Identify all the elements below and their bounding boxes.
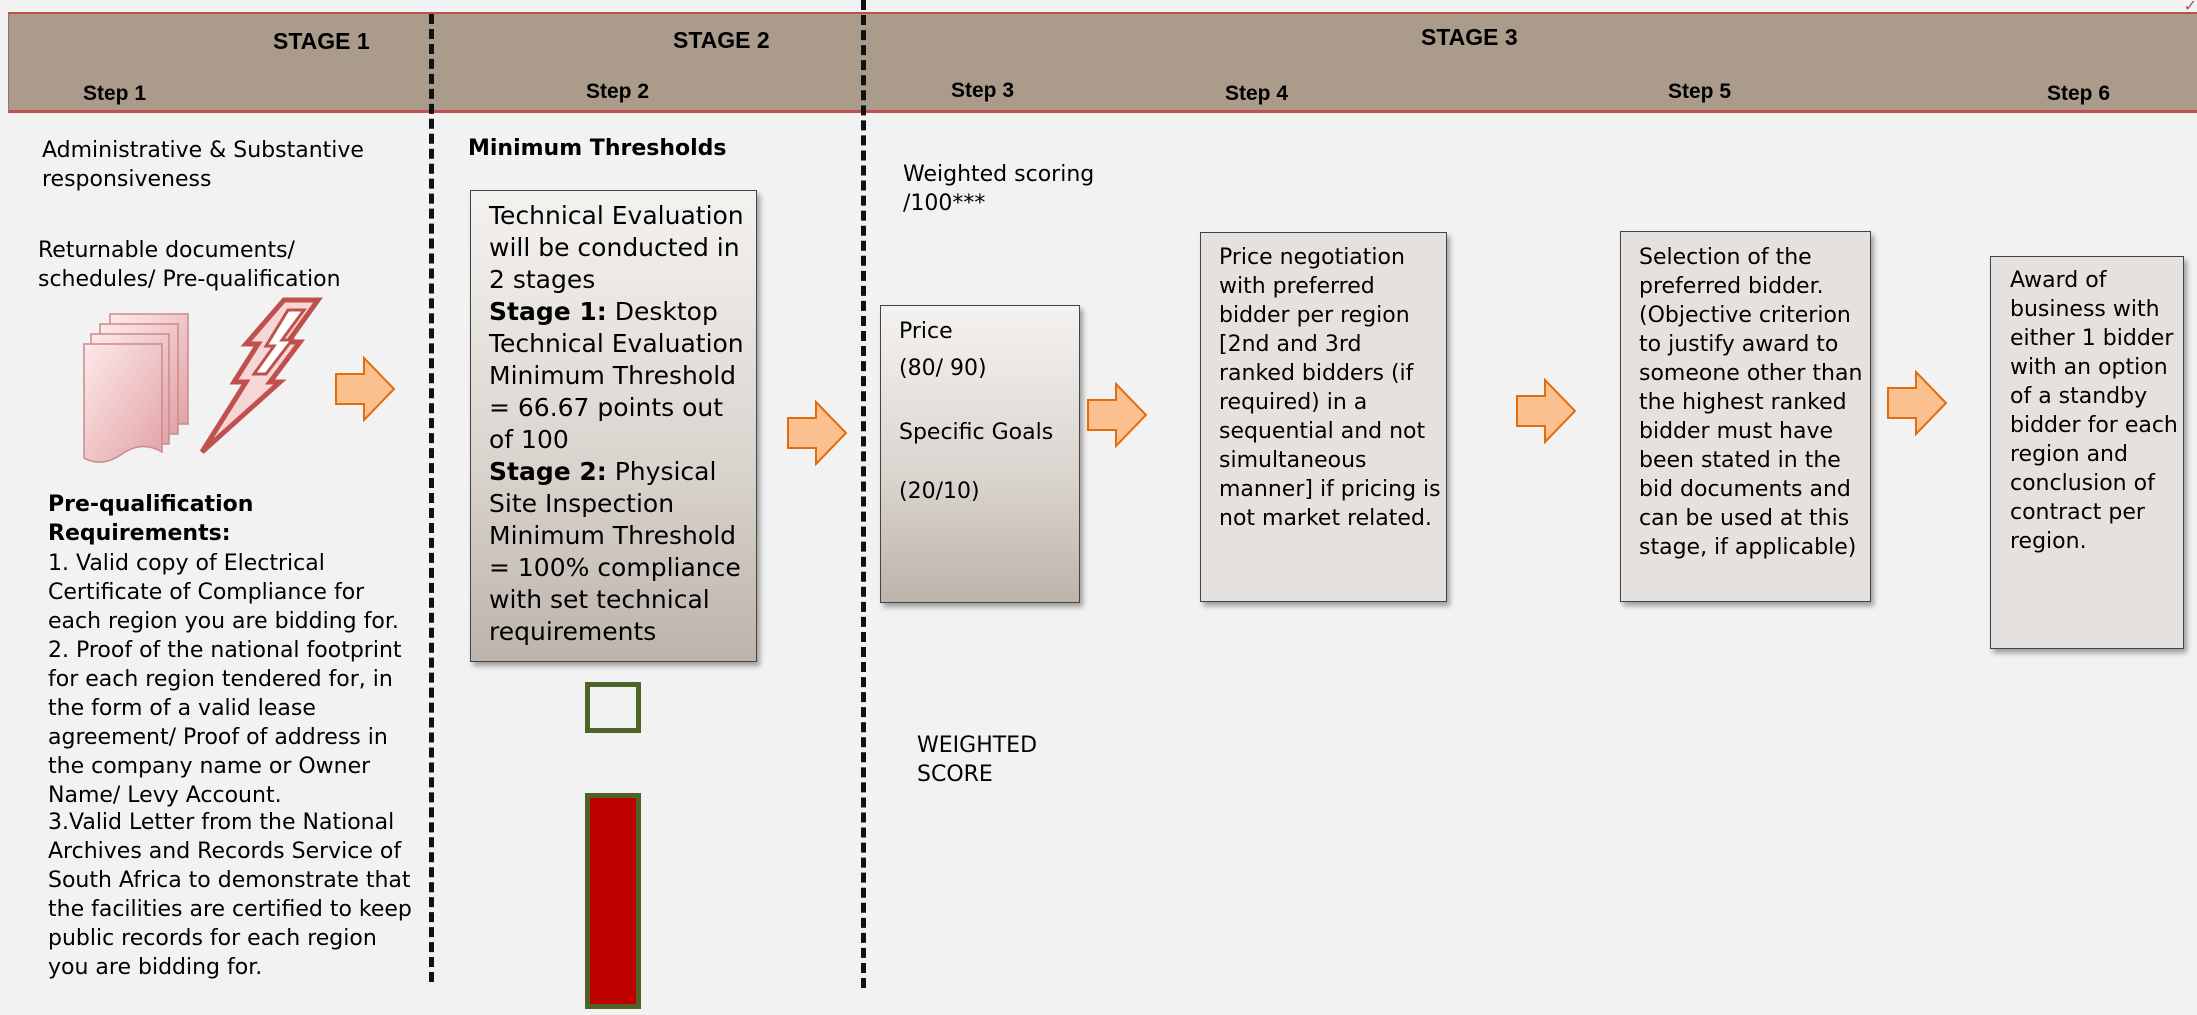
- step-1-label: Step 1: [83, 82, 147, 105]
- threshold-red-bar: [585, 793, 641, 1009]
- specific-goals-label: Specific Goals: [899, 420, 1054, 445]
- award-of-business-text: Award of business with either 1 bidder w…: [2010, 268, 2178, 554]
- weighted-scoring-heading: Weighted scoring /100***: [903, 162, 1095, 216]
- threshold-empty-marker: [585, 682, 641, 733]
- step-2-label: Step 2: [586, 80, 650, 103]
- flow-arrow-step1-step2: [335, 356, 396, 422]
- step-6-label: Step 6: [2047, 82, 2111, 105]
- weighted-score-label: WEIGHTED SCORE: [917, 733, 1038, 787]
- price-goals-box: [880, 305, 1080, 603]
- corner-marker-icon: ✓: [2183, 0, 2197, 15]
- stage-3-label: STAGE 3: [1421, 24, 1518, 50]
- prequal-requirement-1: 1. Valid copy of Electrical Certificate …: [48, 551, 399, 634]
- documents-icon: [83, 313, 189, 463]
- preferred-bidder-selection-box: [1620, 231, 1871, 602]
- stage-2-3-divider: [861, 0, 866, 988]
- flow-arrow-step4-step5: [1516, 378, 1577, 444]
- specific-goals-ratio: (20/10): [899, 479, 980, 504]
- stage-1-eval-label: Stage 1:: [489, 297, 607, 326]
- stage-2-eval-label: Stage 2:: [489, 457, 607, 486]
- step-1-heading: Administrative & Substantive responsiven…: [42, 138, 364, 192]
- technical-evaluation-text: Technical Evaluation will be conducted i…: [489, 200, 751, 648]
- stage-1-eval-text: Desktop Technical Evaluation Minimum Thr…: [489, 297, 744, 454]
- prequal-requirement-3: 3.Valid Letter from the National Archive…: [48, 810, 412, 980]
- stage-1-2-divider: [429, 14, 434, 982]
- step-2-heading: Minimum Thresholds: [468, 136, 727, 161]
- technical-evaluation-intro: Technical Evaluation will be conducted i…: [489, 201, 744, 294]
- preferred-bidder-selection-text: Selection of the preferred bidder. (Obje…: [1639, 245, 1863, 560]
- flow-arrow-step3-step4: [1087, 382, 1148, 448]
- price-negotiation-text: Price negotiation with preferred bidder …: [1219, 245, 1441, 531]
- lightning-bolt-icon: [199, 297, 323, 454]
- award-of-business-box: [1990, 256, 2184, 649]
- price-label: Price: [899, 319, 953, 344]
- step-5-label: Step 5: [1668, 80, 1732, 103]
- prequal-requirement-2: 2. Proof of the national footprint for e…: [48, 638, 402, 808]
- flow-arrow-step5-step6: [1887, 370, 1948, 436]
- stage-2-eval-text: Physical Site Inspection Minimum Thresho…: [489, 457, 741, 646]
- stage-2-label: STAGE 2: [673, 27, 770, 53]
- step-3-label: Step 3: [951, 79, 1015, 102]
- price-negotiation-box: [1200, 232, 1447, 602]
- prequal-title: Pre-qualification Requirements:: [48, 492, 254, 546]
- price-ratio: (80/ 90): [899, 356, 987, 381]
- flow-arrow-step2-step3: [787, 400, 848, 466]
- technical-evaluation-box: [470, 190, 757, 662]
- returnable-documents-label: Returnable documents/ schedules/ Pre-qua…: [38, 238, 341, 292]
- stage-1-label: STAGE 1: [273, 28, 370, 54]
- step-4-label: Step 4: [1225, 82, 1289, 105]
- stage-header-band: [8, 12, 2197, 113]
